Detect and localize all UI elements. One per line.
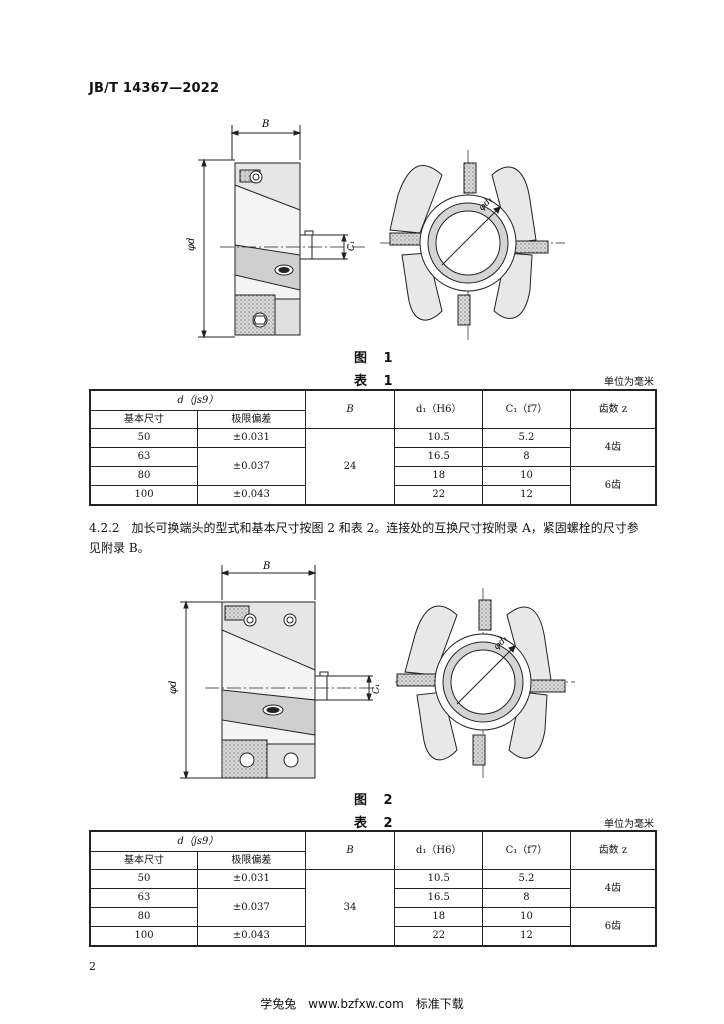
cell-teeth: 4齿	[569, 428, 657, 467]
cell-d: 50	[89, 428, 199, 448]
table-row: 50 ±0.031 24 10.5 5.2 4齿	[89, 428, 657, 506]
standard-code: JB/T 14367—2022	[89, 81, 220, 96]
table-1-header-C1: C₁（f7）	[482, 389, 571, 429]
cell-d1: 22	[394, 485, 484, 506]
cell-tol: ±0.037	[197, 888, 306, 927]
table-2-header-C1: C₁（f7）	[482, 830, 571, 870]
front-view	[380, 150, 565, 340]
cell-d: 80	[89, 466, 199, 486]
table-row: 80 18 10 6齿	[89, 907, 657, 947]
table-1-header-B: B	[304, 389, 396, 429]
table-2-unit: 单位为毫米	[604, 819, 654, 830]
table-2-header-d1: d₁（H6）	[394, 830, 484, 870]
cell-tol: ±0.031	[197, 428, 306, 448]
dim-label-d: φd	[168, 681, 179, 694]
cell-C1: 8	[482, 447, 571, 467]
cell-tol: ±0.031	[197, 869, 306, 889]
cell-d1: 18	[394, 466, 484, 486]
cell-tol: ±0.043	[197, 485, 306, 506]
table-row: 80 18 10 6齿	[89, 466, 657, 506]
table-2-header-B: B	[304, 830, 396, 870]
table-row: 100 ±0.043 22 12	[89, 926, 656, 947]
table-1-unit: 单位为毫米	[604, 377, 654, 388]
table-2-header-tol: 极限偏差	[197, 851, 306, 870]
cell-d1: 18	[394, 907, 484, 927]
cell-B: 34	[304, 869, 396, 947]
dim-label-B: B	[261, 119, 269, 130]
cell-teeth: 6齿	[569, 907, 657, 947]
cell-d1: 22	[394, 926, 484, 947]
cell-d: 50	[89, 869, 199, 889]
dim-label-d: φd	[186, 238, 197, 251]
table-1-header-d1: d₁（H6）	[394, 389, 484, 429]
cell-d: 80	[89, 907, 199, 927]
cell-C1: 5.2	[482, 869, 571, 889]
section-4-2-2-line-2: 见附录 B。	[89, 541, 150, 555]
cell-d: 100	[89, 926, 199, 947]
cell-d1: 16.5	[394, 447, 484, 467]
table-row: 100 ±0.043 22 12	[89, 485, 656, 506]
table-1-header-teeth: 齿数 z	[569, 389, 657, 429]
dim-label-C1: C₁	[347, 241, 357, 252]
cell-tol: ±0.043	[197, 926, 306, 947]
table-2: d（js9） B d₁（H6） C₁（f7） 齿数 z 基本尺寸 极限偏差 50…	[89, 830, 657, 947]
cell-C1: 12	[482, 926, 571, 947]
cell-d1: 10.5	[394, 428, 484, 448]
cell-C1: 10	[482, 907, 571, 927]
cell-d: 100	[89, 485, 199, 506]
cell-teeth: 4齿	[569, 869, 657, 908]
table-row: 50 ±0.031 34 10.5 5.2 4齿	[89, 869, 657, 947]
cell-C1: 10	[482, 466, 571, 486]
dim-label-C1: C₁	[372, 684, 382, 695]
dim-label-B: B	[262, 561, 270, 572]
cell-B: 24	[304, 428, 396, 506]
cell-tol: ±0.037	[197, 447, 306, 486]
table-2-header-basic: 基本尺寸	[89, 851, 199, 870]
figure-1-caption: 图 1	[354, 351, 399, 366]
cell-C1: 12	[482, 485, 571, 506]
table-2-header-d: d（js9）	[89, 830, 306, 852]
side-view	[198, 125, 365, 339]
table-row: 63 ±0.037 16.5 8	[89, 447, 656, 486]
front-view	[395, 588, 575, 778]
table-1-caption: 表 1	[354, 374, 399, 389]
table-2-caption: 表 2	[354, 816, 399, 831]
cell-d: 63	[89, 888, 199, 908]
site-watermark: 学兔兔 www.bzfxw.com 标准下载	[260, 997, 464, 1011]
cell-d1: 16.5	[394, 888, 484, 908]
cell-C1: 5.2	[482, 428, 571, 448]
section-4-2-2-line-1: 4.2.2 加长可换端头的型式和基本尺寸按图 2 和表 2。连接处的互换尺寸按附…	[89, 521, 639, 535]
side-view	[180, 565, 380, 780]
page-number: 2	[89, 960, 96, 973]
table-1-header-basic: 基本尺寸	[89, 410, 199, 429]
table-2-header-teeth: 齿数 z	[569, 830, 657, 870]
cell-teeth: 6齿	[569, 466, 657, 506]
table-row: 63 ±0.037 16.5 8	[89, 888, 656, 927]
cell-d: 63	[89, 447, 199, 467]
figure-2-drawing: B φd C₁ φd₁	[168, 561, 575, 780]
table-1-header-tol: 极限偏差	[197, 410, 306, 429]
cell-C1: 8	[482, 888, 571, 908]
cell-d1: 10.5	[394, 869, 484, 889]
table-1-header-d: d（js9）	[89, 389, 306, 411]
table-1: d（js9） B d₁（H6） C₁（f7） 齿数 z 基本尺寸 极限偏差 50…	[89, 389, 657, 506]
figure-1-drawing: B φd C₁ φd₁	[186, 119, 565, 340]
figure-2-caption: 图 2	[354, 793, 399, 808]
